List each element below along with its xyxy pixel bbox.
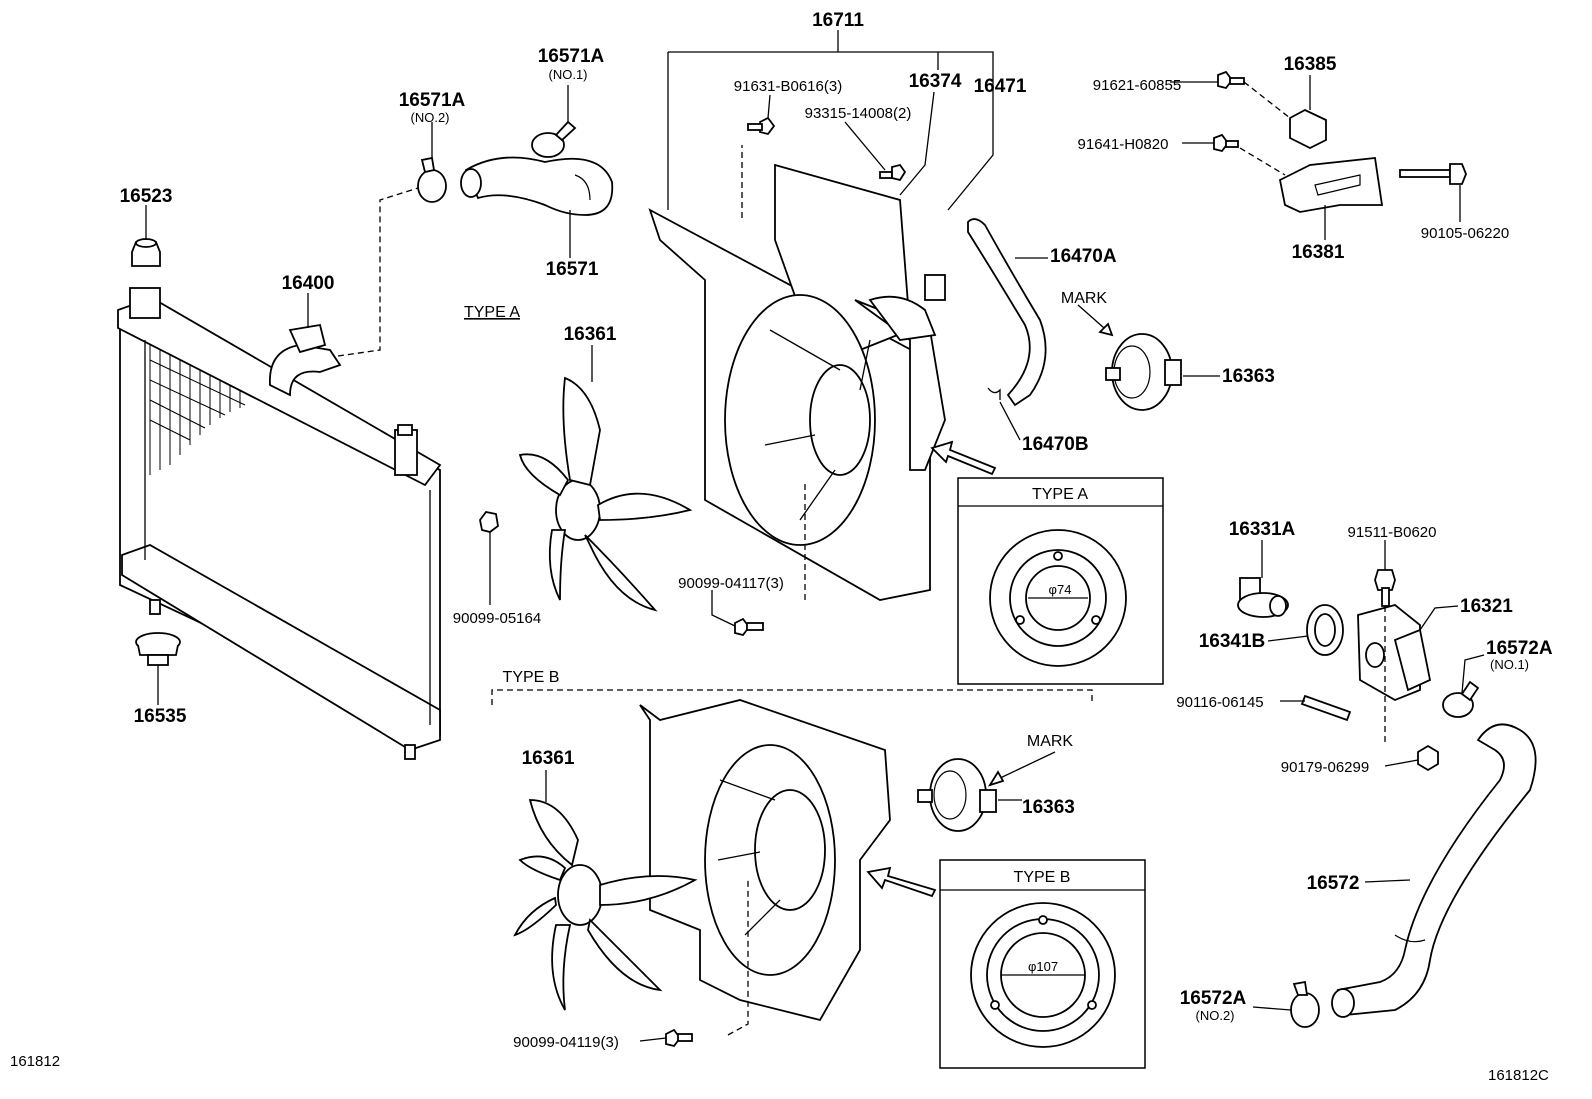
label-91511-b0620: 91511-B0620	[1348, 524, 1437, 541]
dashed-connections	[337, 187, 806, 1036]
label-dim-type-b: φ107	[1028, 959, 1058, 974]
leader-lines	[145, 30, 1485, 1042]
cushion-16385[interactable]	[1289, 108, 1327, 150]
label-16572a-no2-sub: (NO.2)	[1196, 1008, 1235, 1023]
bolt-90099-04119[interactable]	[665, 1028, 693, 1048]
fan-motor-16363-upper[interactable]	[1105, 333, 1182, 411]
clip-16470b[interactable]	[987, 387, 1001, 400]
label-16571a-no1-sub: (NO.1)	[549, 67, 588, 82]
fan-blade-16361-type-a[interactable]	[518, 376, 693, 612]
bolt-91621-60855[interactable]	[1217, 70, 1245, 90]
label-91621-60855: 91621-60855	[1093, 77, 1181, 94]
label-16572: 16572	[1307, 873, 1360, 894]
label-16470b: 16470B	[1022, 434, 1089, 455]
label-16331a: 16331A	[1229, 519, 1296, 540]
bolt-90105-06220[interactable]	[1399, 163, 1467, 185]
lower-hose-16572[interactable]	[1331, 723, 1537, 1018]
label-16523: 16523	[120, 186, 173, 207]
label-16361-type-a: 16361	[564, 324, 617, 345]
nut-90179-06299[interactable]	[1417, 744, 1439, 772]
radiator-cap-16523[interactable]	[131, 238, 161, 267]
label-16341b: 16341B	[1199, 631, 1266, 652]
label-16381: 16381	[1292, 242, 1345, 263]
hose-16470a[interactable]	[967, 218, 1047, 407]
label-dim-type-a: φ74	[1049, 582, 1072, 597]
hose-clamp-16571a-no1[interactable]	[531, 120, 577, 158]
hose-clamp-16572a-no2[interactable]	[1290, 980, 1320, 1028]
label-90179-06299: 90179-06299	[1281, 759, 1369, 776]
label-16711: 16711	[812, 10, 864, 31]
bolt-91511-b0620[interactable]	[1374, 569, 1396, 607]
bolt-91631-b0616[interactable]	[747, 116, 776, 136]
type-b-inset	[939, 859, 1146, 1069]
label-16571a-no2-sub: (NO.2)	[411, 110, 450, 125]
fan-blade-16361-type-b[interactable]	[513, 799, 698, 1011]
arrow-type-b	[866, 866, 937, 898]
bolt-90099-04117[interactable]	[734, 617, 764, 637]
arrow-mark-upper	[1077, 304, 1114, 337]
water-inlet-16321[interactable]	[1357, 604, 1432, 701]
label-93315-14008: 93315-14008(2)	[805, 105, 912, 122]
label-16363-lower: 16363	[1022, 797, 1075, 818]
nut-90099-05164[interactable]	[479, 511, 499, 533]
label-16470a: 16470A	[1050, 246, 1117, 267]
label-16571a-no1: 16571A	[538, 46, 605, 67]
radiator-16400[interactable]	[117, 287, 442, 760]
label-16363-upper: 16363	[1222, 366, 1275, 387]
label-16374: 16374	[909, 71, 962, 92]
fan-shroud-type-b[interactable]	[491, 689, 1093, 1022]
label-91641-h0820: 91641-H0820	[1078, 136, 1169, 153]
label-90099-05164: 90099-05164	[453, 610, 541, 627]
label-16572a-no1: 16572A	[1486, 638, 1553, 659]
bracket-16381[interactable]	[1278, 157, 1384, 213]
diagram-code-variant: 161812C	[1488, 1067, 1549, 1084]
label-type-a-main: TYPE A	[464, 304, 520, 321]
hose-clamp-16572a-no1[interactable]	[1442, 680, 1480, 718]
label-16571: 16571	[546, 259, 599, 280]
label-16361-type-b: 16361	[522, 748, 575, 769]
label-90099-04119: 90099-04119(3)	[513, 1034, 619, 1051]
thermostat-16331a[interactable]	[1237, 577, 1289, 618]
bolt-91641-h0820[interactable]	[1213, 133, 1239, 153]
label-16321: 16321	[1460, 596, 1513, 617]
bolt-93315-14008[interactable]	[879, 163, 907, 182]
label-16572a-no1-sub: (NO.1)	[1490, 657, 1529, 672]
label-16471: 16471	[974, 76, 1027, 97]
fan-shroud-16711[interactable]	[648, 163, 946, 601]
hose-clamp-16571a-no2[interactable]	[417, 156, 447, 203]
type-a-inset	[957, 477, 1164, 685]
label-16572a-no2: 16572A	[1180, 988, 1247, 1009]
label-90099-04117: 90099-04117(3)	[678, 575, 784, 592]
label-90105-06220: 90105-06220	[1421, 225, 1509, 242]
label-type-b-inset: TYPE B	[1014, 869, 1071, 886]
arrow-type-a	[930, 440, 997, 476]
diagram-code: 161812	[10, 1053, 60, 1070]
mount-cushion-16535[interactable]	[135, 632, 181, 666]
gasket-16341b[interactable]	[1306, 604, 1344, 656]
label-16400: 16400	[282, 273, 335, 294]
label-91631-b0616: 91631-B0616(3)	[734, 78, 842, 95]
label-mark-upper: MARK	[1061, 290, 1108, 307]
upper-hose-16571[interactable]	[460, 156, 614, 216]
label-type-b-main: TYPE B	[503, 669, 560, 686]
label-16385: 16385	[1284, 54, 1337, 75]
stud-90116-06145[interactable]	[1300, 694, 1352, 722]
label-mark-lower: MARK	[1027, 733, 1074, 750]
arrow-mark-lower	[987, 751, 1056, 787]
label-90116-06145: 90116-06145	[1176, 694, 1263, 711]
label-16571a-no2: 16571A	[399, 90, 466, 111]
label-16535: 16535	[134, 706, 187, 727]
label-type-a-inset: TYPE A	[1032, 486, 1088, 503]
fan-motor-16363-lower[interactable]	[917, 758, 997, 832]
